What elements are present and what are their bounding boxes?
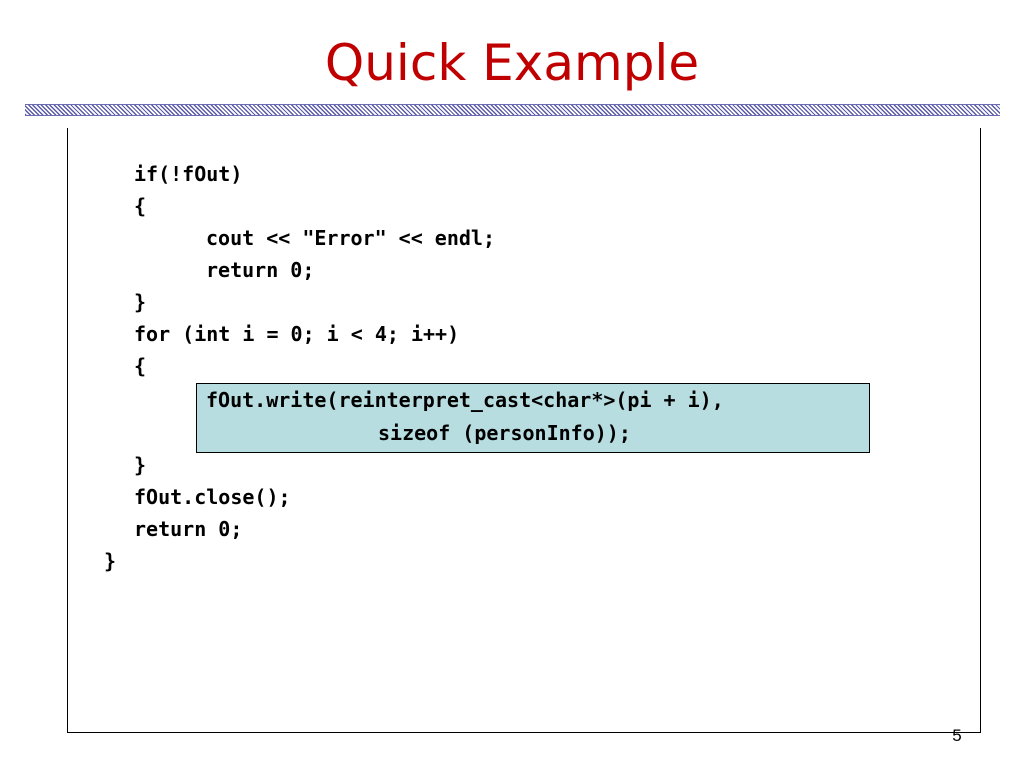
code-line: for (int i = 0; i < 4; i++) xyxy=(134,322,460,346)
code-line: cout << "Error" << endl; xyxy=(206,226,495,250)
code-line: fOut.close(); xyxy=(134,485,291,509)
content-frame xyxy=(67,128,981,733)
highlighted-code-box xyxy=(196,383,870,453)
code-line: if(!fOut) xyxy=(134,162,243,186)
title-divider xyxy=(25,104,1000,116)
code-line: return 0; xyxy=(134,517,243,541)
code-line: } xyxy=(104,549,117,573)
code-line: { xyxy=(134,354,147,378)
slide-title: Quick Example xyxy=(324,34,700,92)
code-line: { xyxy=(134,194,147,218)
page-number: 5 xyxy=(952,726,962,745)
code-line-highlighted: sizeof (personInfo)); xyxy=(378,421,631,445)
code-line: return 0; xyxy=(206,258,315,282)
code-line: } xyxy=(134,453,147,477)
code-line-highlighted: fOut.write(reinterpret_cast<char*>(pi + … xyxy=(206,388,724,412)
code-line: } xyxy=(134,290,147,314)
